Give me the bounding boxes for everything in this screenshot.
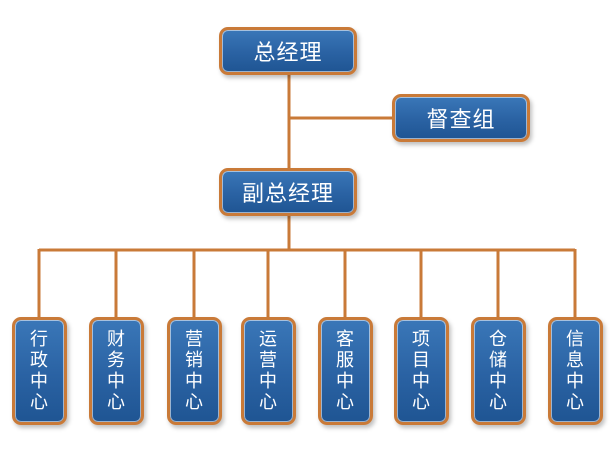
center-label: 信息中心 (566, 329, 584, 413)
general-manager-label: 总经理 (253, 41, 323, 66)
deputy-general-manager-box: 副总经理 (219, 168, 357, 216)
center-label: 财务中心 (107, 329, 125, 413)
center-label: 仓储中心 (489, 329, 507, 413)
center-box: 营销中心 (166, 317, 222, 425)
supervision-group-box: 督查组 (392, 94, 530, 142)
center-box: 客服中心 (317, 317, 373, 425)
center-box: 财务中心 (88, 317, 144, 425)
deputy-general-manager-label: 副总经理 (241, 182, 334, 207)
center-box: 运营中心 (240, 317, 296, 425)
center-box: 行政中心 (11, 317, 67, 425)
center-label: 运营中心 (259, 329, 277, 413)
center-box: 项目中心 (393, 317, 449, 425)
center-label: 行政中心 (30, 329, 48, 413)
center-box: 信息中心 (547, 317, 603, 425)
supervision-group-label: 督查组 (426, 108, 496, 133)
center-label: 客服中心 (336, 329, 354, 413)
general-manager-box: 总经理 (219, 27, 357, 75)
center-label: 项目中心 (412, 329, 430, 413)
center-box: 仓储中心 (470, 317, 526, 425)
center-label: 营销中心 (185, 329, 203, 413)
